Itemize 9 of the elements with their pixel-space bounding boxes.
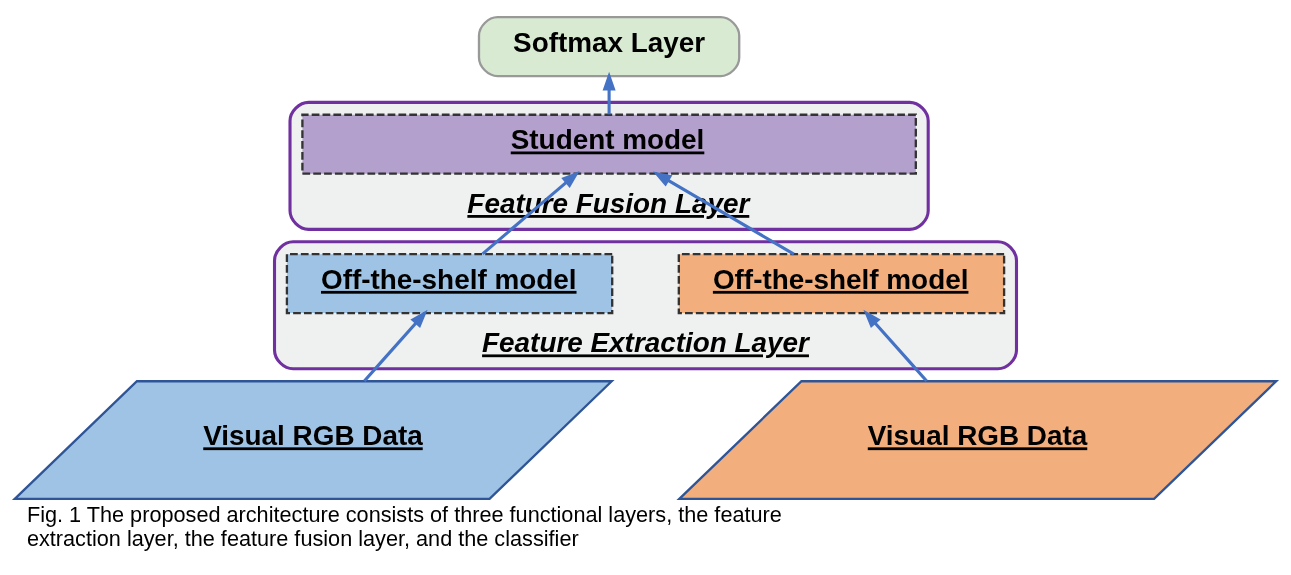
arrow (652, 171, 795, 256)
arrow (863, 309, 928, 382)
node-box: Off-the-shelf model (285, 253, 614, 315)
node-box: Softmax Layer (477, 16, 741, 78)
arrow (363, 309, 428, 382)
caption: Fig. 1 The proposed architecture consists of three functional layers, the feature extraction layer, the feature fusion layer, and the classifier (26, 502, 782, 551)
node-box: Student model (301, 113, 917, 175)
node-box: Off-the-shelf model (677, 253, 1006, 315)
arrow (602, 71, 616, 115)
